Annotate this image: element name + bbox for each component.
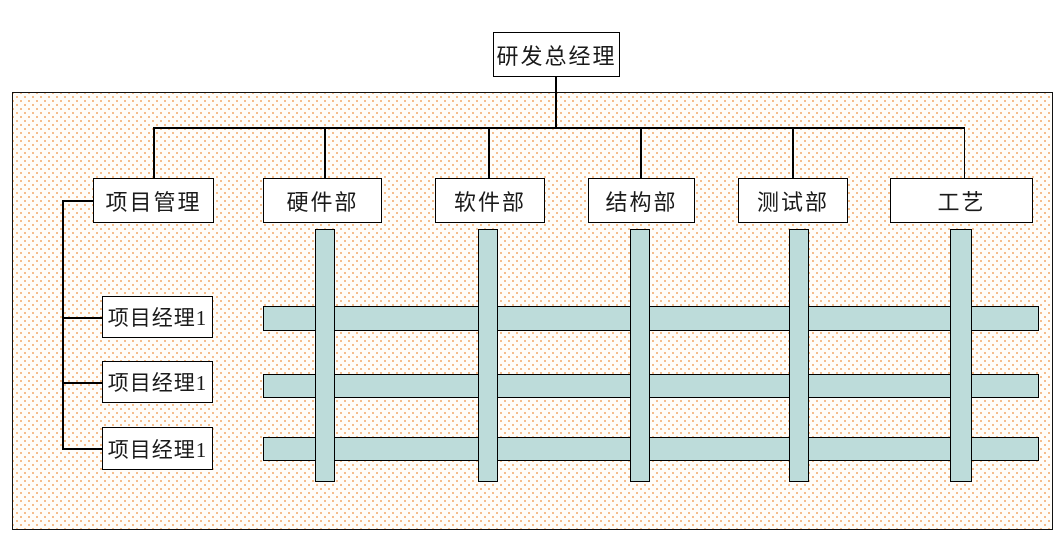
connector-root-drop: [555, 76, 557, 128]
connector-pm-branch-top: [62, 200, 93, 202]
root-box-rd-general-manager: 研发总经理: [493, 32, 620, 77]
matrix-column-bar-structure: [630, 229, 650, 482]
project-manager-box-1: 项目经理1: [102, 296, 213, 338]
connector-pm-vertical-rail: [62, 200, 64, 449]
dept-box-structure: 结构部: [588, 178, 695, 223]
dept-box-software: 软件部: [435, 178, 545, 223]
project-manager-box-2: 项目经理1: [102, 361, 213, 403]
connector-horizontal-rail: [153, 127, 965, 129]
matrix-column-bar-testing: [789, 229, 809, 482]
connector-pm-stub-2: [62, 382, 102, 384]
connector-drop-project-management: [153, 127, 155, 178]
connector-pm-stub-1: [62, 317, 102, 319]
connector-drop-process: [963, 127, 965, 178]
matrix-row-bar-1: [263, 306, 1039, 331]
dept-box-process: 工艺: [890, 178, 1033, 223]
connector-drop-testing: [792, 127, 794, 178]
dept-box-project-management: 项目管理: [93, 178, 214, 223]
matrix-row-bar-2: [263, 374, 1039, 398]
matrix-column-bar-software: [478, 229, 498, 482]
matrix-column-bar-process: [950, 229, 972, 482]
connector-drop-software: [488, 127, 490, 178]
matrix-row-bar-3: [263, 437, 1039, 461]
dept-box-hardware: 硬件部: [263, 178, 382, 223]
project-manager-box-3: 项目经理1: [102, 427, 213, 470]
connector-pm-stub-3: [62, 448, 102, 450]
dept-box-testing: 测试部: [738, 178, 848, 223]
matrix-column-bar-hardware: [315, 229, 335, 482]
connector-drop-structure: [640, 127, 642, 178]
connector-drop-hardware: [324, 127, 326, 178]
